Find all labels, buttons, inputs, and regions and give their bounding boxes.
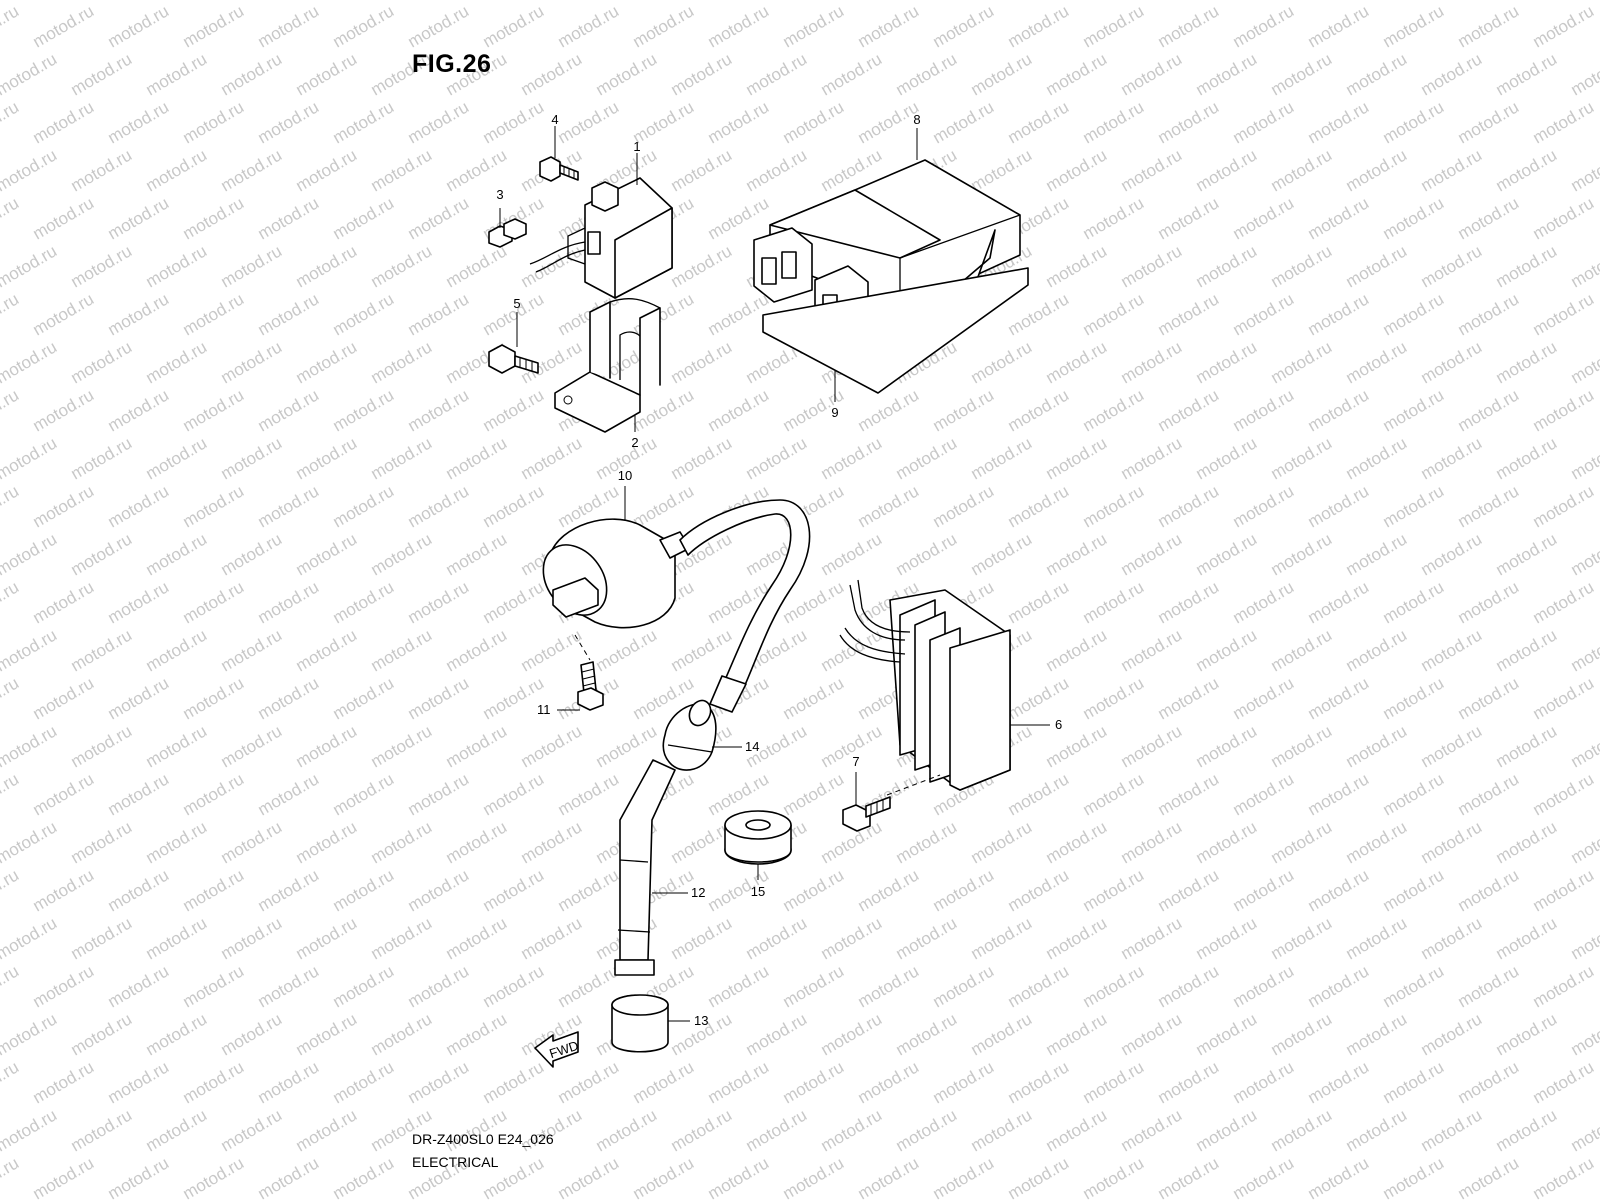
model-code: DR-Z400SL0 E24_026 (412, 1131, 554, 1147)
callout-6: 6 (1055, 717, 1062, 732)
callout-8: 8 (913, 112, 920, 127)
leader-lines (499, 126, 1050, 1022)
callout-3: 3 (496, 187, 503, 202)
callout-13: 13 (694, 1013, 708, 1028)
callout-12: 12 (691, 885, 705, 900)
part-7-bolt[interactable] (842, 774, 941, 832)
callout-1: 1 (633, 139, 640, 154)
part-3-nut[interactable] (488, 218, 527, 248)
part-9-pad[interactable] (762, 267, 1029, 394)
callout-7: 7 (852, 754, 859, 769)
part-1-relay[interactable] (529, 177, 673, 299)
callout-5: 5 (513, 296, 520, 311)
callout-11: 11 (537, 702, 551, 717)
part-15-grommet[interactable] (724, 810, 792, 865)
callout-15: 15 (751, 884, 765, 899)
part-14-seal[interactable] (662, 697, 717, 771)
part-4-bolt[interactable] (539, 156, 579, 182)
section-title: ELECTRICAL (412, 1154, 499, 1170)
part-13-cover[interactable] (611, 994, 669, 1053)
part-12-plug-cap[interactable] (614, 759, 676, 976)
part-2-bracket[interactable] (554, 298, 661, 433)
callout-4: 4 (551, 112, 558, 127)
part-11-bolt[interactable] (574, 634, 604, 711)
callout-14: 14 (745, 739, 759, 754)
callout-labels: 4 1 3 5 2 8 9 10 11 14 6 7 12 15 13 (496, 112, 1062, 1028)
callout-2: 2 (631, 435, 638, 450)
part-5-bolt[interactable] (488, 344, 539, 374)
part-10-ignition-coil[interactable] (530, 499, 811, 713)
part-6-regulator[interactable] (839, 579, 1011, 791)
callout-9: 9 (831, 405, 838, 420)
figure-title: FIG.26 (412, 50, 492, 78)
callout-10: 10 (618, 468, 632, 483)
fwd-arrow-icon: FWD (534, 1031, 580, 1068)
